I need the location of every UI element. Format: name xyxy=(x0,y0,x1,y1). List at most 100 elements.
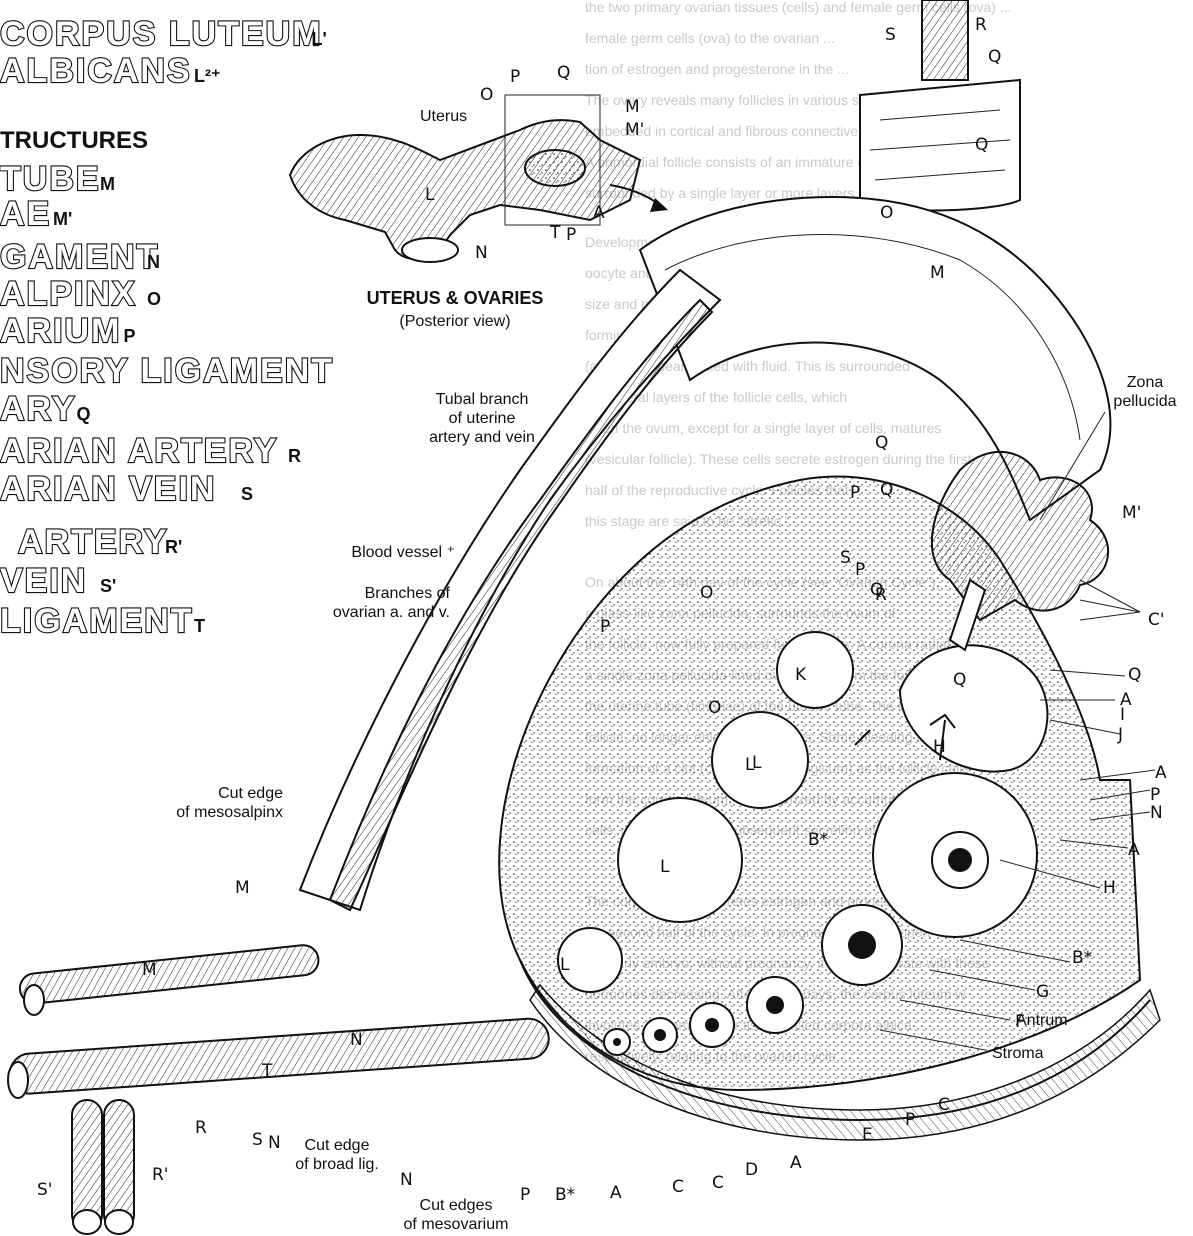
key-title: ARIUM xyxy=(0,312,121,350)
letter-label: I xyxy=(1120,705,1125,725)
key-title: ARIAN ARTERY xyxy=(0,432,278,470)
key-tag: L' xyxy=(312,29,327,49)
callout-cut-mesosalpinx: Cut edge xyxy=(218,785,283,802)
callout-cut-broad-ligament: of broad lig. xyxy=(295,1156,379,1173)
background-text-line: (vesicular follicle). These cells secret… xyxy=(585,451,972,467)
letter-label: B* xyxy=(808,830,828,850)
letter-label: D xyxy=(745,1160,758,1180)
letter-label: C' xyxy=(1148,610,1165,630)
callout-cut-mesovarium: Cut edges xyxy=(420,1197,493,1214)
key-tag: M xyxy=(100,174,115,194)
callout-cut-mesovarium: of mesovarium xyxy=(404,1216,509,1233)
key-tag: S xyxy=(241,484,253,504)
inset-letter: P xyxy=(510,67,520,87)
letter-label: Q xyxy=(953,670,966,690)
letter-label: L xyxy=(660,857,670,877)
inset-letter: M xyxy=(625,97,640,117)
callout-branches: Branches of xyxy=(365,585,451,602)
inset-title: UTERUS & OVARIES xyxy=(367,288,544,308)
key-tag: Q xyxy=(77,404,91,424)
callout-stroma: Stroma xyxy=(992,1045,1044,1062)
letter-label: A xyxy=(790,1153,802,1173)
inset-subtitle: (Posterior view) xyxy=(399,313,510,330)
key-tag: N xyxy=(147,252,160,272)
callout-tubal-branch: of uterine xyxy=(449,410,516,427)
letter-label: Q xyxy=(870,580,883,600)
key-title: TUBE xyxy=(0,160,101,198)
letter-label: B* xyxy=(555,1185,575,1205)
letter-label: C xyxy=(938,1095,950,1115)
letter-label: N xyxy=(268,1133,281,1153)
letter-label: P xyxy=(850,483,860,503)
inset-letter: O xyxy=(480,85,493,105)
key-title: ALPINX xyxy=(0,275,137,313)
callout-branches: ovarian a. and v. xyxy=(333,604,450,621)
letter-label: T xyxy=(261,1061,273,1081)
key-tag: P xyxy=(124,326,136,346)
letter-label: Q xyxy=(988,47,1001,67)
letter-label: Q xyxy=(875,433,888,453)
letter-label: A xyxy=(610,1183,622,1203)
background-text-line: female germ cells (ova) to the ovarian .… xyxy=(585,30,835,46)
letter-label: S xyxy=(252,1130,263,1150)
letter-label: P xyxy=(905,1110,915,1130)
letter-label: J xyxy=(1117,725,1123,745)
inset-uterus-label: Uterus xyxy=(420,108,467,125)
letter-label: F xyxy=(1015,1012,1025,1032)
key-title: LIGAMENT xyxy=(0,602,194,640)
inset-letter: P xyxy=(566,225,576,245)
inset-letter: M' xyxy=(625,120,644,140)
letter-label: Q xyxy=(1128,665,1141,685)
inset-letter: L xyxy=(425,185,435,205)
letter-label: S xyxy=(885,25,896,45)
letter-label: H xyxy=(933,737,946,757)
key-title: ARTERY xyxy=(18,523,169,561)
structures-heading: TRUCTURES xyxy=(0,127,148,154)
letter-label: Q xyxy=(975,135,988,155)
key-tag: M' xyxy=(53,209,72,229)
key-tag: R xyxy=(288,446,301,466)
callout-zona-pellucida: Zona xyxy=(1127,374,1164,391)
key-title: CORPUS LUTEUM xyxy=(0,15,323,53)
letter-label: C xyxy=(672,1177,684,1197)
key-tag: L²⁺ xyxy=(194,66,221,86)
callout-cut-broad-ligament: Cut edge xyxy=(305,1137,370,1154)
letter-label: N xyxy=(1150,803,1163,823)
letter-label: H xyxy=(1103,878,1116,898)
key-tag: S' xyxy=(100,576,116,596)
letter-label: G xyxy=(1036,982,1049,1002)
key-tag: O xyxy=(147,289,161,309)
key-tag: R' xyxy=(165,537,182,557)
letter-label: O xyxy=(700,583,713,603)
letter-label: L xyxy=(560,955,570,975)
callout-zona-pellucida: pellucida xyxy=(1113,393,1176,410)
letter-label: P xyxy=(1150,785,1160,805)
callout-cut-mesosalpinx: of mesosalpinx xyxy=(176,804,283,821)
inset-letter: N xyxy=(475,243,488,263)
key-title: NSORY LIGAMENT xyxy=(0,352,334,390)
letter-label: M xyxy=(930,263,945,283)
key-title: GAMENT xyxy=(0,238,159,276)
background-text-line: tion of estrogen and progesterone in the… xyxy=(585,61,849,77)
letter-label: S' xyxy=(37,1180,52,1200)
key-title: ALBICANS xyxy=(0,52,192,90)
letter-label: E xyxy=(862,1125,873,1145)
inset-letter: A xyxy=(593,203,605,223)
letter-label: A xyxy=(1128,840,1140,860)
letter-label: P xyxy=(600,617,610,637)
letter-label: R' xyxy=(152,1165,169,1185)
letter-label: L xyxy=(745,755,755,775)
letter-label: P xyxy=(520,1185,530,1205)
letter-label: S xyxy=(840,548,851,568)
letter-label: B* xyxy=(1072,948,1092,968)
letter-label: M xyxy=(235,878,250,898)
callout-tubal-branch: artery and vein xyxy=(429,429,535,446)
key-title: ARY xyxy=(0,390,77,428)
letter-label: R xyxy=(975,15,987,35)
letter-label: P xyxy=(855,560,865,580)
key-title: ARIAN VEIN xyxy=(0,470,216,508)
key-tag: T xyxy=(194,616,205,636)
letter-label: C xyxy=(712,1173,724,1193)
